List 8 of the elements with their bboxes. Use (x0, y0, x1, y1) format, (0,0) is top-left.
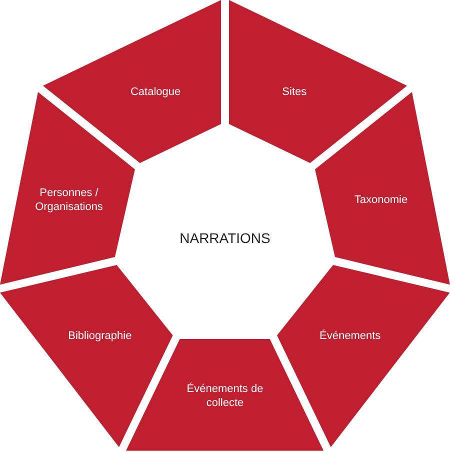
segment-label: Événements de collecte (186, 382, 264, 410)
segment-label: Taxonomie (354, 193, 408, 208)
segment-label: Événements (320, 328, 381, 343)
segment-label: Bibliographie (68, 328, 132, 343)
segment-label: Personnes / Organisations (34, 186, 104, 214)
center-title: NARRATIONS (180, 230, 270, 246)
segment-label: Sites (282, 84, 307, 99)
segment-label: Catalogue (130, 84, 181, 99)
